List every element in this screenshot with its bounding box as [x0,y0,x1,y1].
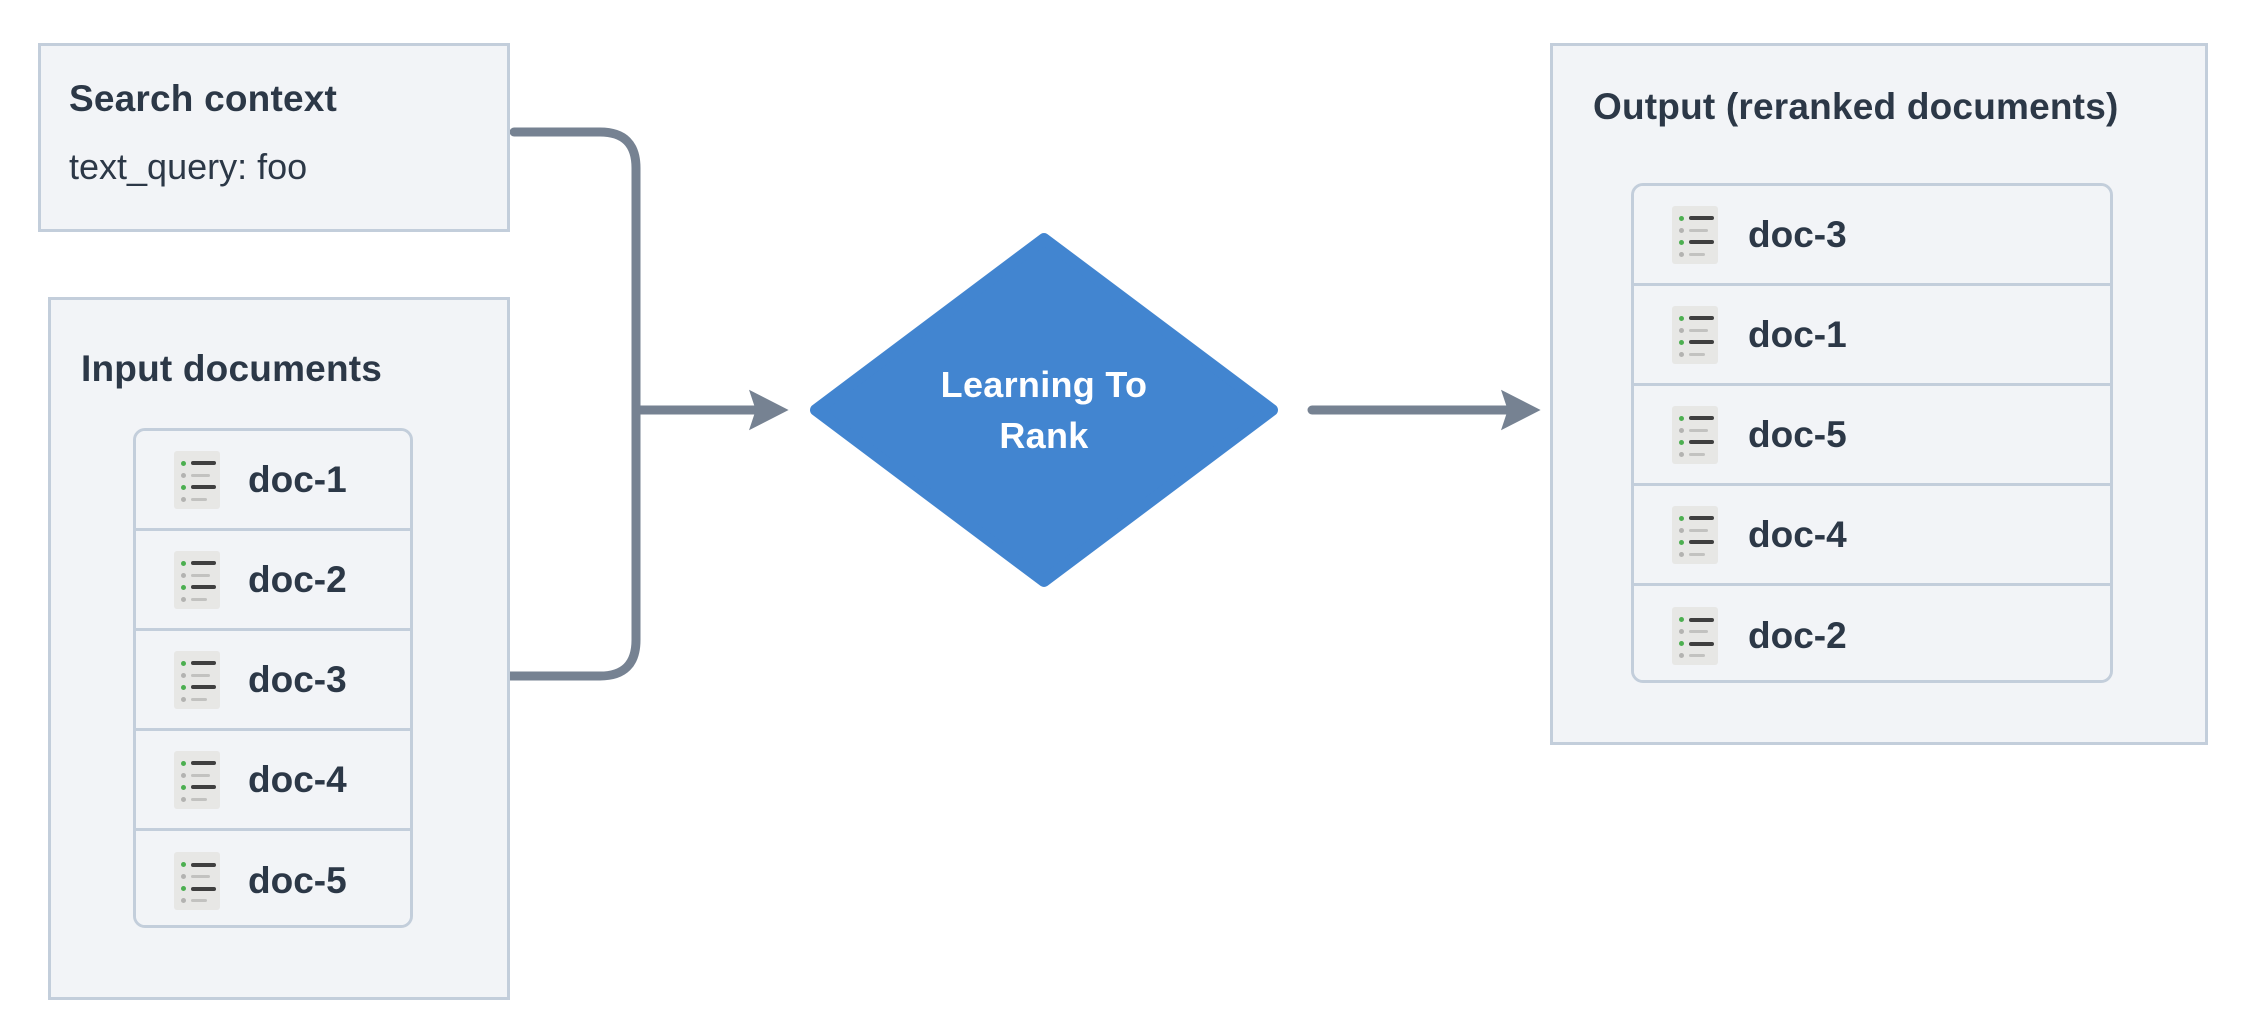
document-row[interactable]: doc-4 [1634,486,2110,586]
document-list-icon [1672,405,1718,464]
document-list-icon [174,650,220,709]
document-row[interactable]: doc-2 [136,531,410,631]
document-row[interactable]: doc-3 [136,631,410,731]
document-row[interactable]: doc-3 [1634,186,2110,286]
input-document-list: doc-1 doc-2 doc-3 doc-4 doc-5 [133,428,413,928]
input-documents-title: Input documents [81,348,383,389]
document-label: doc-1 [1748,313,1847,355]
document-list-icon [1672,505,1718,564]
document-label: doc-1 [248,458,347,500]
document-row[interactable]: doc-5 [1634,386,2110,486]
output-title: Output (reranked documents) [1593,86,2119,127]
document-list-icon [174,450,220,509]
document-row[interactable]: doc-5 [136,831,410,925]
document-list-icon [1672,205,1718,264]
document-label: doc-2 [1748,615,1847,656]
document-label: doc-5 [248,860,347,901]
document-label: doc-5 [1748,413,1847,455]
document-label: doc-4 [1748,513,1847,555]
document-row[interactable]: doc-1 [1634,286,2110,386]
document-list-icon [174,550,220,609]
document-list-icon [1672,607,1718,665]
document-label: doc-2 [248,558,347,600]
search-context-query-line: text_query: foo [69,146,308,187]
document-row[interactable]: doc-4 [136,731,410,831]
document-label: doc-4 [248,758,347,800]
document-list-icon [174,852,220,910]
document-label: doc-3 [1748,213,1847,255]
search-context-panel: Search context text_query: foo [38,43,510,232]
edge-search-context-to-ltr [509,127,641,415]
search-context-title: Search context [69,78,338,119]
output-document-list: doc-3 doc-1 doc-5 doc-4 doc-2 [1631,183,2113,683]
document-row[interactable]: doc-1 [136,431,410,531]
edge-input-documents-to-ltr [497,405,641,681]
document-list-icon [174,750,220,809]
diamond-shape [810,233,1278,587]
document-list-icon [1672,305,1718,364]
document-row[interactable]: doc-2 [1634,586,2110,680]
learning-to-rank-node[interactable]: Learning To Rank [810,233,1278,587]
document-label: doc-3 [248,658,347,700]
